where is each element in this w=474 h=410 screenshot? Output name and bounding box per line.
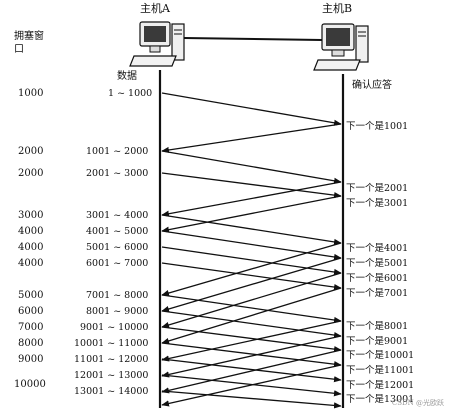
ack-arrow [161, 320, 342, 362]
ack-label: 下一个是5001 [346, 258, 409, 269]
cwnd-value: 3000 [18, 210, 44, 221]
ack-arrow [161, 287, 342, 344]
cwnd-value: 10000 [14, 379, 46, 390]
network-cable [183, 37, 323, 41]
cwnd-value: 4000 [18, 258, 44, 269]
range-label: 8001 ~ 9000 [86, 306, 149, 317]
ack-arrow [161, 272, 342, 328]
data-segment-arrow [161, 358, 342, 383]
cwnd-value: 5000 [18, 290, 44, 301]
ack-label: 下一个是3001 [346, 198, 409, 209]
range-label: 5001 ~ 6000 [86, 242, 149, 253]
range-label: 9001 ~ 10000 [80, 322, 149, 333]
ack-label: 下一个是13001 [346, 394, 415, 405]
cwnd-value: 2000 [18, 168, 44, 179]
ack-label: 下一个是2001 [346, 183, 409, 194]
range-label: 12001 ~ 13000 [74, 370, 149, 381]
ack-label: 下一个是1001 [346, 121, 409, 132]
ack-label: 下一个是7001 [346, 288, 409, 299]
watermark: CSDN @光欧跃 [391, 399, 444, 407]
data-segment-arrow [161, 214, 342, 245]
ack-label: 下一个是4001 [346, 243, 409, 254]
ack-label: 下一个是12001 [346, 380, 415, 391]
host-b-label: 主机B [322, 2, 353, 15]
range-label: 1 ~ 1000 [108, 88, 153, 99]
range-label: 10001 ~ 11000 [74, 338, 149, 349]
range-label: 3001 ~ 4000 [86, 210, 149, 221]
data-segment-arrow [161, 92, 342, 126]
ack-label: 下一个是9001 [346, 336, 409, 347]
ack-label: 下一个是11001 [346, 365, 415, 376]
range-label: 1001 ~ 2000 [86, 146, 149, 157]
ack-header: 确认应答 [352, 80, 392, 91]
ack-arrow [161, 181, 342, 217]
range-label: 11001 ~ 12000 [74, 354, 149, 365]
ack-arrow [161, 257, 342, 312]
ack-label: 下一个是10001 [346, 350, 415, 361]
range-label: 7001 ~ 8000 [86, 290, 149, 301]
ack-arrow [161, 123, 342, 154]
ack-arrow [161, 335, 342, 378]
range-label: 13001 ~ 14000 [74, 386, 149, 397]
data-segment-arrow [161, 230, 342, 261]
data-segment-arrow [161, 262, 342, 291]
data-segment-arrow [161, 246, 342, 276]
cwnd-value: 7000 [18, 322, 44, 333]
computer-b-icon [313, 23, 369, 71]
ack-arrow [161, 195, 342, 233]
range-label: 2001 ~ 3000 [86, 168, 149, 179]
range-label: 6001 ~ 7000 [86, 258, 149, 269]
cwnd-value: 8000 [18, 338, 44, 349]
data-header: 数据 [117, 71, 137, 82]
data-segment-arrow [161, 294, 342, 324]
message-arrows [161, 92, 342, 409]
data-segment-arrow [161, 150, 342, 184]
ack-label: 下一个是6001 [346, 273, 409, 284]
cwnd-value: 2000 [18, 146, 44, 157]
data-segment-arrow [161, 172, 342, 199]
data-segment-arrow [161, 326, 342, 353]
data-segment-arrow [161, 390, 342, 409]
cwnd-value: 4000 [18, 226, 44, 237]
data-segment-arrow [161, 310, 342, 339]
ack-arrow [161, 364, 342, 407]
cwnd-value: 1000 [18, 88, 44, 99]
host-a-label: 主机A [140, 2, 170, 15]
cwnd-header: 拥塞窗口 [14, 31, 44, 55]
range-label: 4001 ~ 5000 [86, 226, 149, 237]
cwnd-value: 4000 [18, 242, 44, 253]
ack-label: 下一个是8001 [346, 321, 409, 332]
cwnd-value: 6000 [18, 306, 44, 317]
cwnd-value: 9000 [18, 354, 44, 365]
computer-a-icon [129, 21, 185, 67]
ack-arrow [161, 242, 342, 297]
ack-arrow [161, 349, 342, 394]
data-segment-arrow [161, 342, 342, 368]
